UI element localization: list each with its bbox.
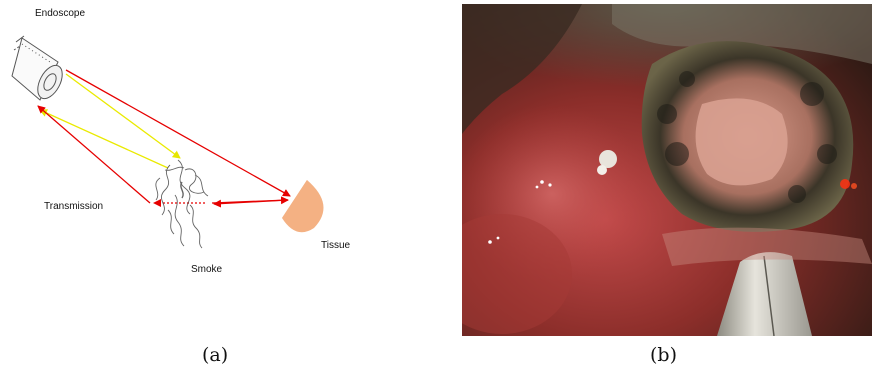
red-rays xyxy=(38,70,290,204)
smoke-icon xyxy=(156,160,208,248)
smoke-label: Smoke xyxy=(191,264,222,275)
tissue-label: Tissue xyxy=(321,240,350,251)
caption-b: (b) xyxy=(650,344,677,366)
caption-a: (a) xyxy=(202,344,228,366)
endoscope-label: Endoscope xyxy=(35,8,85,19)
diagram-canvas xyxy=(0,0,440,345)
endoscope-icon xyxy=(12,36,67,103)
smoke-transmission-diagram: Endoscope Transmission Smoke Tissue xyxy=(0,0,440,345)
tissue-icon xyxy=(282,180,323,232)
transmission-label: Transmission xyxy=(44,201,103,212)
endoscopic-photo xyxy=(462,4,872,336)
yellow-rays xyxy=(40,74,180,168)
photo-canvas xyxy=(462,4,872,336)
